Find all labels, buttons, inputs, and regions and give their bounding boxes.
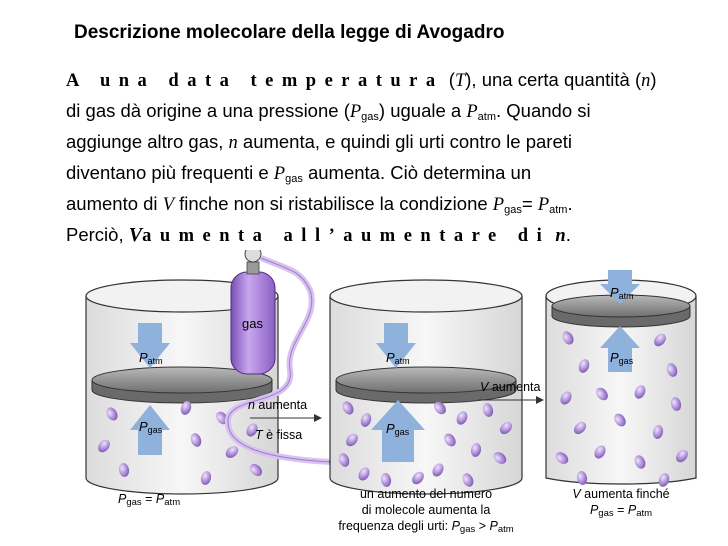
caption-3-line-2: Pgas = Patm	[589, 503, 653, 519]
molecules-1	[98, 401, 263, 485]
var-P: P	[349, 102, 362, 122]
text-seg: diventano più frequenti e	[66, 162, 274, 183]
pgas-arrow-1	[130, 405, 170, 455]
slide-title: Descrizione molecolare della legge di Av…	[74, 22, 505, 43]
text-seg: aumenta, e quindi gli urti contro le par…	[237, 131, 572, 152]
var-P: P	[273, 164, 286, 184]
cylinder-3	[545, 279, 697, 485]
molecules-3	[555, 331, 688, 487]
sub-gas: gas	[285, 173, 303, 185]
caption-2-line-2: di molecole aumenta la	[361, 503, 491, 517]
spaced-phrase: A una data temperatura	[66, 71, 444, 91]
patm-label-3: Patm	[610, 285, 634, 301]
arrow1-label: n aumenta	[248, 398, 307, 412]
sub-gas: gas	[504, 204, 522, 216]
text-seg: ), una certa quantità (	[465, 69, 642, 90]
var-P: P	[466, 102, 478, 122]
arrow1-sublabel: T è fissa	[255, 428, 302, 442]
description-paragraph: A una data temperatura (T), una certa qu…	[66, 64, 716, 250]
caption-2: un aumento del numero di molecole aument…	[318, 486, 534, 538]
var-T: T	[454, 71, 466, 91]
para-line-6: Perciò, Vaumenta all’aumentare di n.	[66, 219, 716, 250]
pgas-label-3: Pgas	[610, 350, 634, 366]
gas-tank-label: gas	[242, 316, 263, 331]
caption-2-line-1: un aumento del numero	[359, 487, 493, 501]
text-seg: aumento di	[66, 193, 163, 214]
sub-gas: gas	[361, 111, 379, 123]
text-seg: . Quando si	[496, 100, 591, 121]
text-seg: Perciò,	[66, 224, 129, 245]
pgas-arrow-2	[371, 400, 425, 462]
var-n: n	[641, 71, 651, 91]
var-P: P	[492, 195, 505, 215]
arrow2-label: V aumenta	[480, 380, 541, 394]
var-V: V	[128, 224, 143, 246]
caption-2-line-3: frequenza degli urti: Pgas > Patm	[338, 519, 514, 535]
text-seg: )	[650, 69, 657, 90]
pgas-arrow-3	[600, 326, 640, 372]
para-line-3: aggiunge altro gas, n aumenta, e quindi …	[66, 126, 716, 157]
sub-atm: atm	[477, 111, 497, 123]
text-seg: ) uguale a	[378, 100, 467, 121]
pgas-label-1: Pgas	[139, 419, 163, 435]
var-V: V	[162, 195, 174, 215]
para-line-5: aumento di V finche non si ristabilisce …	[66, 188, 716, 219]
spaced-phrase: aumenta all’aumentare di	[142, 226, 551, 246]
para-line-1: A una data temperatura (T), una certa qu…	[66, 69, 657, 91]
para-line-2: di gas dà origine a una pressione (Pgas)…	[66, 95, 716, 126]
var-n: n	[228, 133, 238, 153]
text-seg: finche non si ristabilisce la condizione	[174, 193, 493, 214]
text-seg: =	[521, 193, 538, 214]
text-seg: .	[565, 224, 571, 245]
text-seg: .	[567, 193, 573, 214]
patm-arrow-1	[130, 323, 170, 368]
arrow-v-increases	[478, 396, 544, 404]
text-seg: di gas dà origine a una pressione (	[66, 100, 350, 121]
caption-1: Pgas = Patm	[118, 492, 181, 508]
gas-tank	[224, 250, 337, 466]
text-seg: aggiunge altro gas,	[66, 131, 229, 152]
patm-label-1: Patm	[139, 350, 163, 366]
patm-arrow-2	[376, 323, 416, 368]
text-seg: aumenta. Ciò determina un	[302, 162, 532, 183]
molecules-2	[338, 401, 513, 487]
sub-atm: atm	[549, 204, 568, 216]
var-P: P	[537, 195, 550, 215]
var-n: n	[555, 226, 566, 246]
avogadro-figure: Patm Pgas gas n aumenta T è fissa Patm	[85, 250, 697, 495]
pgas-label-2: Pgas	[386, 421, 410, 437]
caption-3: V aumenta finché Pgas = Patm	[560, 486, 682, 522]
para-line-4: diventano più frequenti e Pgas aumenta. …	[66, 157, 716, 188]
patm-arrow-3	[600, 270, 640, 304]
arrow-n-increases	[250, 414, 322, 422]
patm-label-2: Patm	[386, 350, 410, 366]
caption-3-line-1: V aumenta finché	[572, 487, 670, 501]
